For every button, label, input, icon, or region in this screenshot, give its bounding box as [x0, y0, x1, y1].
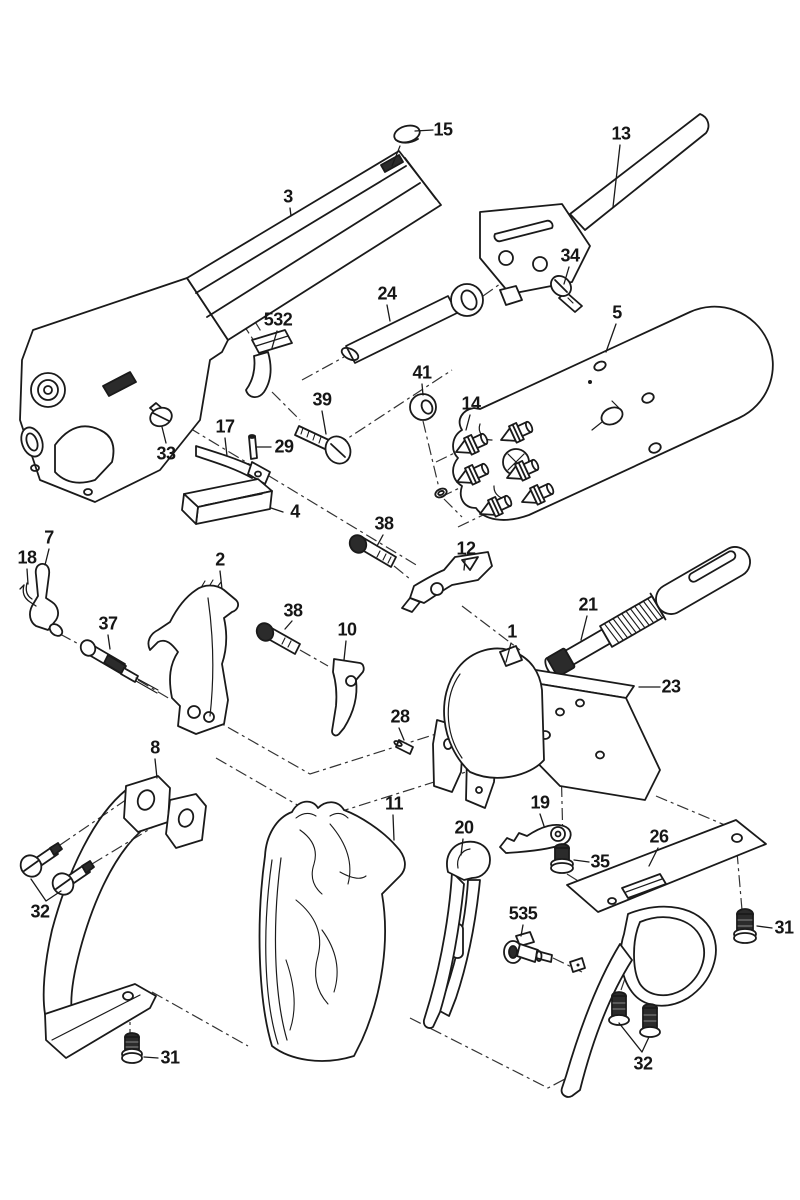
part-label-28: 28 [390, 706, 410, 727]
part-label-21: 21 [578, 594, 598, 615]
hand-7-drawing [29, 562, 64, 637]
part-label-32-right: 32 [633, 1053, 653, 1074]
screw-38b-drawing [255, 622, 301, 655]
screw-33-drawing [149, 402, 173, 428]
part-label-41: 41 [412, 362, 432, 383]
screw-31-left-drawing [121, 1032, 143, 1064]
ring-41-drawing [409, 393, 448, 499]
bolt-12-drawing [401, 551, 493, 613]
part-label-33: 33 [156, 443, 176, 464]
part-label-14: 14 [461, 393, 481, 414]
part-label-7: 7 [44, 527, 54, 548]
part-label-34: 34 [560, 245, 580, 266]
part-label-18: 18 [17, 547, 37, 568]
barrel-drawing [19, 150, 442, 503]
plunger-535-drawing [503, 931, 553, 964]
wedge-drawing [181, 478, 273, 525]
part-label-29: 29 [274, 436, 294, 457]
part-label-535: 535 [508, 903, 538, 924]
part-label-2: 2 [215, 549, 225, 570]
part-label-31-right: 31 [774, 917, 794, 938]
part-label-12: 12 [456, 538, 476, 559]
part-label-1: 1 [507, 621, 517, 642]
label-leader-lines [26, 129, 773, 1059]
screw-37-drawing [79, 639, 159, 694]
screw-34-drawing [550, 275, 583, 313]
spring-19-drawing [499, 823, 572, 854]
cylinder-drawing [452, 305, 774, 521]
part-label-532: 532 [263, 309, 293, 330]
part-label-26: 26 [649, 826, 669, 847]
frame-drawing [432, 645, 661, 809]
pin-29-drawing [248, 434, 258, 460]
screw-39-drawing [294, 425, 352, 465]
part-label-3: 3 [283, 186, 293, 207]
part-label-11: 11 [384, 793, 404, 814]
screw-38a-drawing [348, 534, 397, 568]
grip-drawing [258, 800, 406, 1062]
trigger-guard-drawing [560, 819, 767, 1098]
part-label-17: 17 [215, 416, 235, 437]
spring-17-drawing [195, 445, 271, 485]
screw-31-right-drawing [733, 908, 757, 944]
spring-18-drawing [19, 582, 37, 607]
part-label-37: 37 [98, 613, 118, 634]
screws-32-right-drawing [608, 991, 661, 1038]
backstrap-drawing [42, 775, 207, 1059]
plunger-drawing [340, 283, 484, 364]
part-label-31-left: 31 [160, 1047, 180, 1068]
part-label-13: 13 [611, 123, 631, 144]
part-label-8: 8 [150, 737, 160, 758]
part-label-20: 20 [454, 817, 474, 838]
pin-28-drawing [393, 739, 414, 755]
part-label-23: 23 [661, 676, 681, 697]
mainspring-drawing [422, 840, 491, 1029]
base-pin-drawing [544, 546, 751, 679]
part-label-32-left: 32 [30, 901, 50, 922]
loading-lever-drawing [479, 113, 710, 306]
part-label-39: 39 [312, 389, 332, 410]
part-label-15: 15 [433, 119, 453, 140]
part-label-24: 24 [377, 283, 397, 304]
part-label-19: 19 [530, 792, 550, 813]
part-label-10: 10 [337, 619, 357, 640]
latch-532-drawing [245, 329, 293, 398]
part-label-5: 5 [612, 302, 622, 323]
part-label-4: 4 [290, 501, 300, 522]
part-label-35: 35 [590, 851, 610, 872]
trigger-drawing [331, 658, 365, 737]
screw-35-drawing [550, 843, 574, 874]
screws-32-left-drawing [19, 842, 95, 896]
hammer-drawing [147, 579, 239, 735]
part-label-38b: 38 [283, 600, 303, 621]
part-label-38a: 38 [374, 513, 394, 534]
